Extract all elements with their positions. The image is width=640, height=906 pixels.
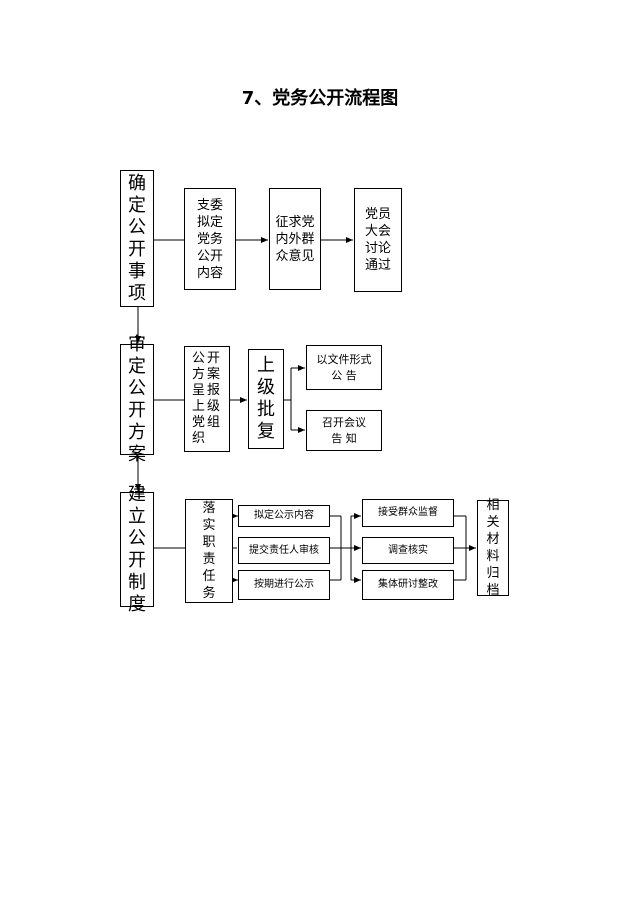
feedback-label: 接受群众监督 [378, 507, 438, 518]
step-meeting-approval: 党员大会讨论通过 [354, 188, 402, 292]
archive-label: 相关材料归档 [486, 498, 500, 598]
action-submit-review: 提交责任人审核 [238, 537, 330, 564]
stage-label: 建立公开制度 [128, 483, 146, 615]
archive-materials: 相关材料归档 [477, 498, 509, 598]
action-label: 拟定公示内容 [254, 510, 314, 521]
feedback-rectify: 集体研讨整改 [362, 570, 454, 600]
step-label: 上级批复 [257, 355, 275, 442]
stage-box-review-plan: 审定公开方案 [120, 333, 154, 465]
action-draft-notice: 拟定公示内容 [238, 505, 330, 527]
step-assign-duties: 落实职责任务 [185, 499, 233, 603]
feedback-label: 集体研讨整改 [378, 579, 438, 590]
step-superior-approval: 上级批复 [248, 349, 284, 449]
action-label: 按期进行公示 [254, 579, 314, 590]
feedback-public-supervision: 接受群众监督 [362, 499, 454, 527]
outcome-meeting-notice: 召开会议告 知 [306, 410, 382, 451]
stage-label: 确定公开事项 [128, 172, 146, 304]
action-scheduled-publish: 按期进行公示 [238, 570, 330, 600]
outcome-label: 以文件形式公 告 [316, 352, 372, 382]
step-label: 支委拟定党务公开内容 [197, 197, 224, 281]
step-submit-plan: 公开方案呈报上级党组织 [184, 346, 230, 452]
outcome-document-notice: 以文件形式公 告 [306, 345, 382, 390]
step-solicit-opinions: 征求党内外群众意见 [269, 188, 321, 290]
action-label: 提交责任人审核 [249, 544, 319, 556]
stage-label: 审定公开方案 [128, 333, 146, 465]
outcome-label: 召开会议告 知 [322, 415, 366, 445]
step-label: 征求党内外群众意见 [275, 214, 315, 264]
feedback-label: 调查核实 [388, 544, 428, 556]
step-label: 党员大会讨论通过 [365, 207, 392, 273]
step-draft-content: 支委拟定党务公开内容 [184, 188, 236, 290]
step-label: 公开方案呈报上级党组织 [191, 351, 222, 446]
feedback-investigate: 调查核实 [362, 537, 454, 564]
stage-box-define-items: 确定公开事项 [120, 170, 154, 307]
stage-box-build-system: 建立公开制度 [120, 483, 154, 615]
page-title: 7、党务公开流程图 [241, 88, 399, 109]
step-label: 落实职责任务 [202, 501, 216, 601]
